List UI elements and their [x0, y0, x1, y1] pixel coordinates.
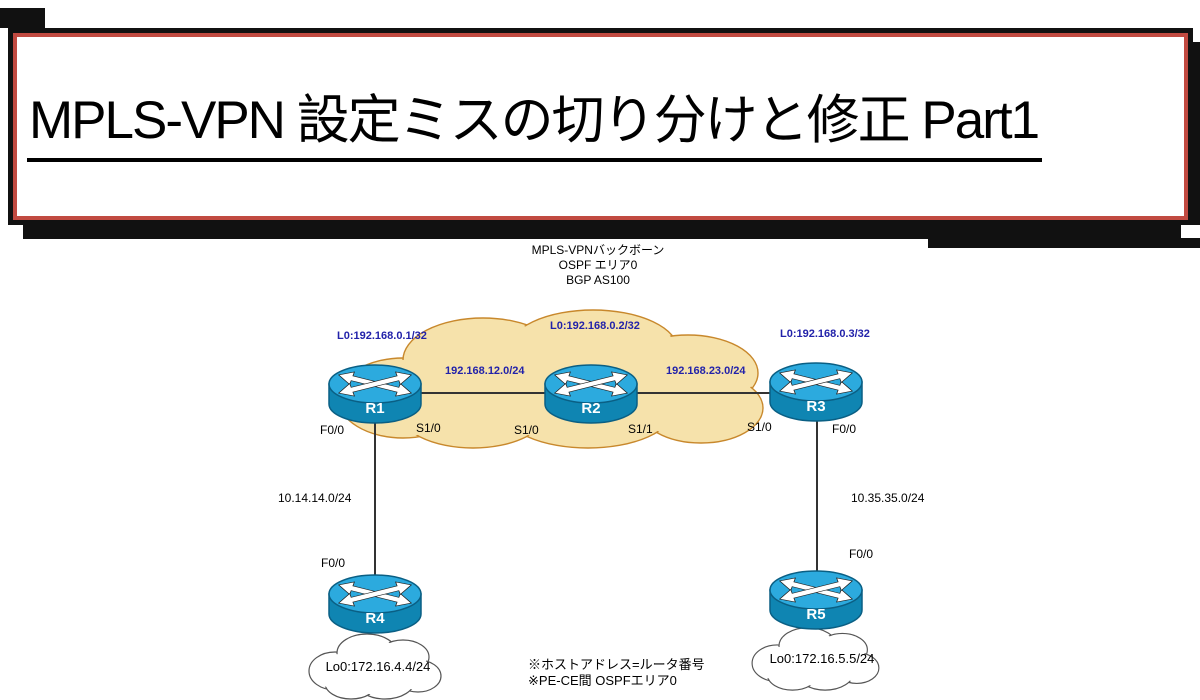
router-r4-label: R4 — [365, 610, 385, 627]
iface-r4-f0-0: F0/0 — [321, 556, 346, 570]
iface-r3-f0-0: F0/0 — [832, 422, 857, 436]
link-r3-r5 — [816, 413, 818, 580]
router-r2-label: R2 — [581, 400, 601, 417]
network-label-r1-r4: 10.14.14.0/24 — [278, 491, 352, 505]
loopback-label-r4: Lo0:172.16.4.4/24 — [325, 659, 431, 674]
footnote-line2: ※PE-CE間 OSPFエリア0 — [528, 673, 677, 688]
banner-shadow-topleft — [0, 8, 45, 28]
backbone-caption: MPLS-VPNバックボーン OSPF エリア0 BGP AS100 — [448, 243, 748, 288]
iface-r1-f0-0: F0/0 — [320, 423, 345, 437]
iface-r2-s1-0: S1/0 — [514, 423, 539, 437]
backbone-caption-line2: OSPF エリア0 — [558, 258, 638, 272]
link-r1-r4 — [374, 415, 376, 585]
network-label-r1-r2: 192.168.12.0/24 — [445, 365, 525, 377]
network-label-r3-r5: 10.35.35.0/24 — [851, 491, 925, 505]
footnote-line1: ※ホストアドレス=ルータ番号 — [528, 657, 705, 672]
loopback-label-r5: Lo0:172.16.5.5/24 — [769, 651, 875, 666]
router-r4-icon — [328, 574, 422, 634]
router-r5-icon — [769, 570, 863, 630]
router-r2-icon — [544, 364, 638, 424]
link-r1-r2 — [375, 392, 591, 394]
router-r3-icon — [769, 362, 863, 422]
banner-shadow-right — [1193, 42, 1200, 225]
backbone-caption-line3: BGP AS100 — [566, 273, 630, 287]
network-label-r2-r3: 192.168.23.0/24 — [666, 365, 746, 377]
loopback-label-r1: L0:192.168.0.1/32 — [337, 330, 427, 342]
backbone-caption-line1: MPLS-VPNバックボーン — [531, 243, 665, 257]
iface-r3-s1-0: S1/0 — [747, 420, 772, 434]
iface-r5-f0-0: F0/0 — [849, 547, 874, 561]
footnotes: ※ホストアドレス=ルータ番号 ※PE-CE間 OSPFエリア0 — [528, 657, 705, 689]
loopback-label-r2: L0:192.168.0.2/32 — [550, 320, 640, 332]
iface-r2-s1-1: S1/1 — [628, 422, 653, 436]
router-r5-label: R5 — [806, 606, 826, 623]
slide-title: MPLS-VPN 設定ミスの切り分けと修正 Part1 — [27, 91, 1043, 163]
router-r3-label: R3 — [806, 398, 826, 415]
title-banner-inner-border: MPLS-VPN 設定ミスの切り分けと修正 Part1 — [13, 33, 1188, 220]
loopback-label-r3: L0:192.168.0.3/32 — [780, 328, 870, 340]
router-r1-icon — [328, 364, 422, 424]
banner-shadow-step — [928, 238, 1200, 248]
banner-shadow-bottom — [23, 225, 1181, 239]
router-r1-label: R1 — [365, 400, 385, 417]
link-r2-r3 — [591, 392, 817, 394]
title-banner: MPLS-VPN 設定ミスの切り分けと修正 Part1 — [8, 28, 1193, 225]
iface-r1-s1-0: S1/0 — [416, 421, 441, 435]
